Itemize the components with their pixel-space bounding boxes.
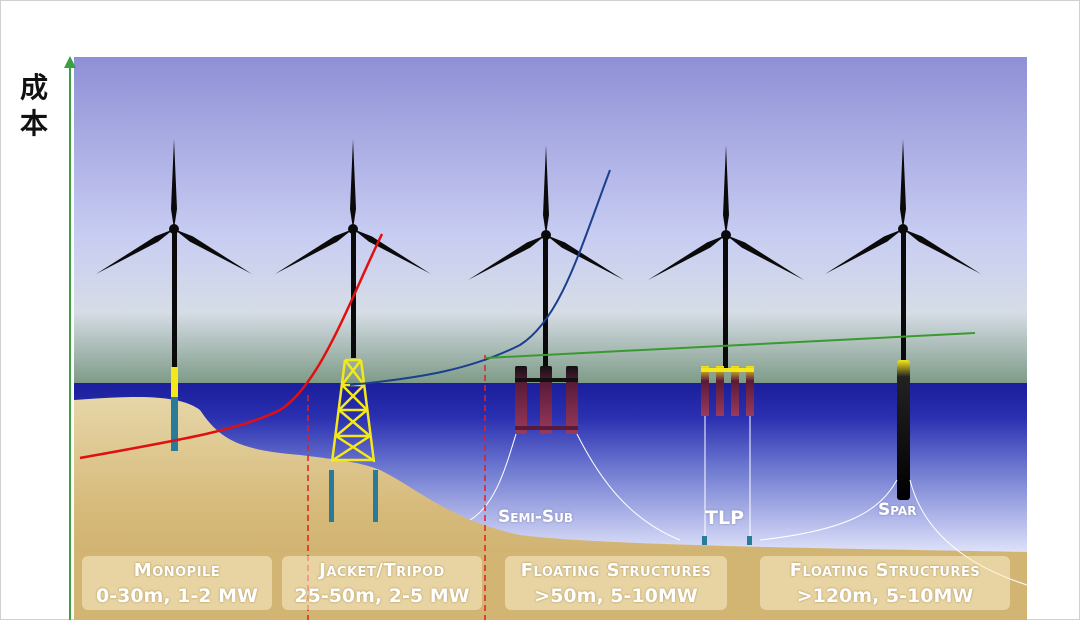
category-title: Monopile <box>133 560 221 581</box>
mooring-line <box>576 433 681 541</box>
turbine-tlp <box>646 145 806 545</box>
y-axis-label: 成 本 <box>14 70 54 142</box>
category-floating-120m: Floating Structures >120m, 5-10MW <box>760 556 1010 610</box>
category-floating-50m: Floating Structures >50m, 5-10MW <box>505 556 727 610</box>
mooring-line <box>759 479 898 541</box>
turbine-monopile <box>94 139 254 451</box>
brace <box>515 378 578 382</box>
tlp-column <box>716 366 724 416</box>
transition-piece <box>171 367 178 397</box>
tlp-column <box>746 366 754 416</box>
tower <box>351 228 356 358</box>
category-range: 25-50m, 2-5 MW <box>294 585 470 607</box>
anchor <box>747 536 752 545</box>
category-range: >50m, 5-10MW <box>534 585 698 607</box>
y-axis-arrow-icon <box>64 56 76 68</box>
anchor <box>702 536 707 545</box>
spar-buoy <box>897 360 910 500</box>
brace <box>515 426 578 430</box>
monopile-foundation <box>171 397 178 451</box>
y-axis-label-char-2: 本 <box>19 107 48 140</box>
tower <box>723 233 728 368</box>
tower <box>172 228 177 368</box>
tlp-column <box>731 366 739 416</box>
tlp-column <box>701 366 709 416</box>
pile-right <box>373 470 378 522</box>
tlp-deck <box>701 368 754 372</box>
float-column <box>540 366 552 434</box>
category-jacket-tripod: Jacket/Tripod 25-50m, 2-5 MW <box>282 556 482 610</box>
tower <box>543 233 548 368</box>
category-range: >120m, 5-10MW <box>796 585 974 607</box>
cost-curve-floating <box>484 332 976 359</box>
category-monopile: Monopile 0-30m, 1-2 MW <box>82 556 272 610</box>
label-tlp: TLP <box>705 507 744 529</box>
category-title: Floating Structures <box>789 560 981 581</box>
y-axis-label-char-1: 成 <box>19 71 48 104</box>
sky <box>74 57 1027 384</box>
category-title: Floating Structures <box>520 560 712 581</box>
float-column <box>515 366 527 434</box>
cost-curve-monopile <box>79 233 384 460</box>
category-title: Jacket/Tripod <box>319 560 445 581</box>
label-semi-sub: Semi-Sub <box>498 507 574 527</box>
label-spar: Spar <box>878 500 917 520</box>
cost-curve-jacket <box>349 169 611 386</box>
tower <box>901 228 906 363</box>
pile-left <box>329 470 334 522</box>
float-column <box>566 366 578 434</box>
turbine-semi-sub <box>466 145 681 541</box>
category-range: 0-30m, 1-2 MW <box>96 585 258 607</box>
mooring-line <box>469 433 517 521</box>
